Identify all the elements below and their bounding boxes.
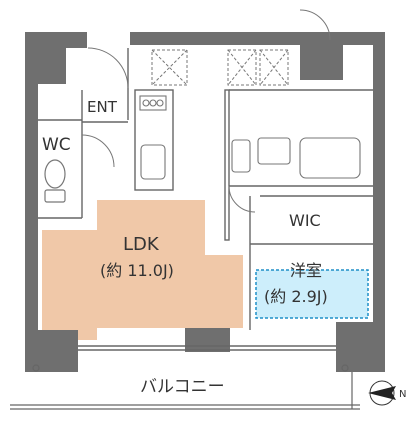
compass: N <box>368 380 406 406</box>
stove <box>139 95 167 111</box>
kitchen-fixtures <box>139 95 167 180</box>
room-label-bedroom: 洋室 <box>290 261 322 280</box>
shaft-3-cross-b <box>259 49 289 86</box>
drain-right <box>341 364 349 372</box>
wall-pillar-bottom-center <box>185 328 230 352</box>
toilet-fixture <box>44 159 66 203</box>
room-label-closet: WIC <box>289 211 321 230</box>
shaft-2-cross-b <box>227 49 257 86</box>
burner-1 <box>142 99 150 107</box>
ldk-floor <box>42 200 243 340</box>
wall-pillar-top-right <box>300 32 343 80</box>
toilet-bowl <box>44 159 66 189</box>
wall-top-left <box>25 32 87 48</box>
bath-door-arc <box>228 185 256 213</box>
room-label-bedroom-size: (約 2.9J) <box>264 287 328 306</box>
bedroom-floor <box>255 269 369 319</box>
compass-label: N <box>399 389 406 400</box>
kitchen-counter <box>134 89 174 191</box>
burner-3 <box>156 99 164 107</box>
wall-pillar-top-left <box>38 48 66 84</box>
wall-left <box>25 32 38 372</box>
ldk-floor-center <box>97 200 205 328</box>
ldk-floor-right <box>205 255 243 328</box>
balcony-label: バルコニー <box>140 377 225 397</box>
washbasin <box>257 137 291 165</box>
toilet-tank <box>44 189 66 203</box>
room-label-living: LDK <box>123 234 160 255</box>
room-label-living-size: (約 11.0J) <box>100 261 174 280</box>
shaft-1 <box>151 49 188 86</box>
shaft-3 <box>259 49 289 86</box>
bathtub <box>299 137 361 179</box>
compass-arrow-icon <box>368 386 396 400</box>
bath-fixtures <box>231 137 361 179</box>
walls <box>25 32 385 372</box>
shaft-2 <box>227 49 257 86</box>
entrance-door-arc <box>87 47 129 89</box>
wc-door-arc <box>81 134 115 168</box>
wall-top-center <box>130 32 300 45</box>
wall-right <box>373 32 385 372</box>
room-label-toilet: WC <box>42 135 71 155</box>
bath-wall-left <box>224 89 230 241</box>
ldk-floor-left <box>42 230 97 340</box>
shafts <box>151 49 289 86</box>
wall-pillar-bottom-left <box>38 330 78 372</box>
kitchen-sink <box>140 144 166 180</box>
balcony-area <box>10 364 360 410</box>
wall-bottom-right <box>338 358 385 372</box>
interior-lines <box>38 48 373 351</box>
balcony-door-top-arc <box>299 9 331 41</box>
burner-2 <box>149 99 157 107</box>
shaft-1-cross-b <box>151 49 188 86</box>
drain-left <box>32 364 40 372</box>
doors <box>81 9 331 213</box>
shaft-1-cross-a <box>151 49 188 86</box>
washing-machine-area <box>231 139 251 173</box>
room-label-entrance: ENT <box>87 98 118 116</box>
